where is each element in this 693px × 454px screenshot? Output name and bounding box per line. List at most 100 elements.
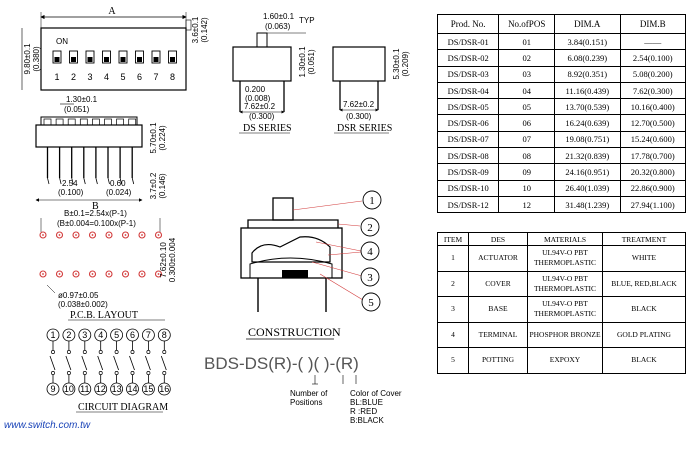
cell-no-of-pos: 09 — [498, 163, 556, 181]
pcb-hole — [105, 270, 113, 278]
header-treatment: TREATMENT — [602, 232, 686, 246]
pitch2-dim-in: (0.100) — [58, 188, 84, 197]
cell-des: ACTUATOR — [468, 245, 528, 272]
actuator-tabs — [43, 118, 137, 126]
lead-dim-in: (0.146) — [158, 173, 167, 199]
pcb-hole — [39, 231, 47, 239]
cell-dim-a: 13.70(0.539) — [554, 98, 621, 116]
pcb-hole — [138, 231, 146, 239]
cell-treatment: BLACK — [602, 347, 686, 374]
dim-a-label: A — [108, 6, 116, 17]
ds-pin-dim-in: (0.008) — [245, 94, 271, 103]
actuator-tab — [92, 118, 100, 126]
switch-number: 1 — [54, 72, 59, 82]
cell-dim-b: 5.08(0.200) — [619, 65, 687, 83]
fv-height-dim-in: (0.224) — [158, 125, 167, 151]
cell-dim-b: 22.86(0.900) — [619, 179, 687, 197]
switch-slot — [69, 50, 78, 64]
cell-no-of-pos: 03 — [498, 65, 556, 83]
cell-dim-a: 3.84(0.151) — [554, 32, 621, 51]
pcb-layout: B±0.1=2.54x(P-1) (B±0.004=0.100x(P-1) 7.… — [39, 209, 177, 321]
cell-prod-no: DS/DSR-09 — [436, 163, 500, 181]
pcb-hole — [39, 270, 47, 278]
cell-prod-no: DS/DSR-07 — [436, 130, 500, 149]
pcb-hole — [88, 270, 97, 278]
terminal-number: 14 — [127, 384, 137, 394]
ds-span-dim: 7.62±0.2 — [244, 102, 276, 111]
cell-item: 1 — [437, 245, 469, 272]
header-materials: MATERIALS — [527, 232, 603, 246]
cell-no-of-pos: 06 — [498, 114, 556, 132]
cell-treatment: BLUE, RED,BLACK — [602, 270, 686, 297]
cell-des: COVER — [468, 270, 528, 297]
pcb-formula-2: (B±0.004=0.100x(P-1) — [57, 219, 136, 228]
terminal-number: 2 — [66, 330, 71, 340]
header-des: DES — [468, 232, 528, 246]
dsr-series-title: DSR SERIES — [337, 123, 392, 134]
width2-dim-in: (0.024) — [106, 188, 132, 197]
cell-prod-no: DS/DSR-03 — [436, 65, 500, 83]
cell-no-of-pos: 02 — [498, 49, 556, 67]
cell-no-of-pos: 07 — [498, 130, 556, 149]
switch-number: 6 — [137, 72, 142, 82]
terminal-number: 16 — [159, 384, 169, 394]
switch-contact — [81, 355, 88, 371]
terminal-number: 12 — [96, 384, 106, 394]
cell-treatment: GOLD PLATING — [602, 321, 686, 348]
terminal-number: 6 — [130, 330, 135, 340]
color-bl: BL:BLUE — [350, 398, 383, 407]
terminal-number: 4 — [98, 330, 103, 340]
cell-treatment: WHITE — [602, 245, 686, 272]
website-link[interactable]: www.switch.com.tw — [4, 420, 91, 431]
cell-materials: EXPOXY — [527, 347, 603, 374]
cell-dim-a: 31.48(1.239) — [554, 195, 621, 214]
switch-number: 5 — [120, 72, 125, 82]
terminal-number: 11 — [80, 384, 89, 394]
front-view-body — [35, 124, 143, 148]
cell-dim-a: 11.16(0.439) — [554, 81, 621, 100]
switch-contact — [49, 355, 56, 371]
product-table-header: Prod. No. No.ofPOS DIM.A DIM.B — [436, 14, 687, 34]
part-number: BDS-DS(R)-( )( )-(R) — [204, 354, 359, 373]
switch-contact — [160, 355, 167, 371]
ds-typ: TYP — [299, 16, 315, 25]
cell-dim-b: 7.62(0.300) — [619, 81, 687, 100]
cell-des: BASE — [468, 296, 528, 323]
pcb-hole — [72, 231, 80, 239]
actuator-tab — [104, 118, 112, 126]
ds-side-dim-in: (0.051) — [307, 49, 316, 75]
color-b: B:BLACK — [350, 416, 384, 425]
cell-no-of-pos: 04 — [498, 81, 556, 100]
switch-slot — [118, 50, 128, 64]
width2-dim: 0.60 — [110, 179, 126, 188]
side-dim: 3.6±0.1 — [191, 16, 200, 43]
callout-number: 4 — [367, 246, 373, 258]
front-view: 1.30±0.1 (0.051) B 2.54 (0.100) 0.60 (0.… — [35, 95, 167, 212]
callout-number: 1 — [369, 195, 375, 207]
pcb-side-dim: 7.62±0.10 — [159, 242, 168, 278]
construction-title: CONSTRUCTION — [248, 325, 341, 339]
cell-prod-no: DS/DSR-10 — [436, 179, 500, 197]
terminal-number: 3 — [82, 330, 87, 340]
dsr-series-view: 7.62±0.2 (0.300) DSR SERIES 5.30±0.1 (0.… — [332, 46, 410, 134]
switch-contact — [129, 355, 135, 371]
product-table: Prod. No. No.ofPOS DIM.A DIM.B DS/DSR-01… — [436, 14, 687, 214]
pcb-hole — [55, 270, 64, 278]
switch-slot — [85, 50, 95, 64]
color-r: R :RED — [350, 407, 377, 416]
lead-dim: 3.7±0.2 — [149, 172, 158, 199]
terminal-number: 13 — [112, 384, 122, 394]
actuator-tab — [43, 118, 52, 126]
cell-dim-b: 20.32(0.800) — [619, 163, 687, 181]
on-label: ON — [56, 37, 68, 46]
pcb-hole — [55, 231, 64, 239]
